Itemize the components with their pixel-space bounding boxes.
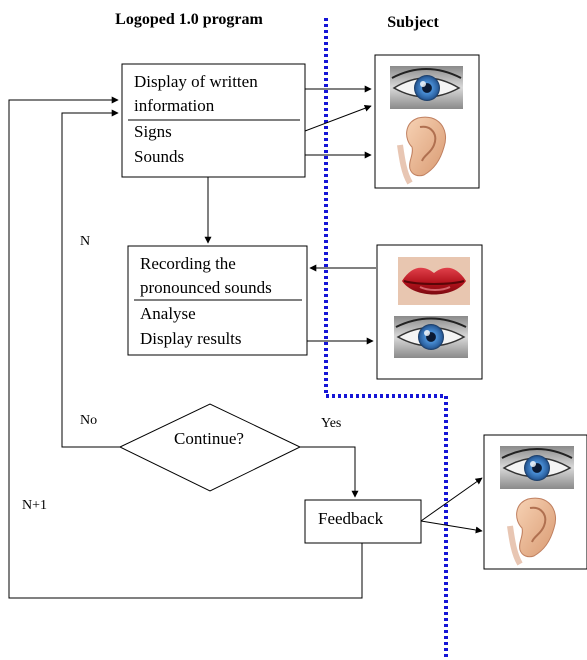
program-heading: Logoped 1.0 program bbox=[115, 11, 263, 28]
eye-icon bbox=[500, 446, 574, 489]
label-n: N bbox=[80, 234, 90, 249]
recording-box-line4: Display results bbox=[140, 329, 242, 348]
recording-box: Recording the pronounced sounds Analyse … bbox=[127, 245, 308, 356]
display-box-line4: Sounds bbox=[134, 147, 184, 166]
lips-icon bbox=[398, 257, 470, 305]
arrow-signs-to-eye bbox=[304, 104, 372, 132]
arrow-no-loop bbox=[61, 109, 120, 448]
subject-heading: Subject bbox=[387, 14, 439, 31]
display-box: Display of written information Signs Sou… bbox=[121, 63, 306, 178]
arrow-feedback-to-ear bbox=[420, 520, 483, 534]
decision-label: Continue? bbox=[174, 429, 244, 448]
arrow-yes-to-feedback bbox=[300, 446, 359, 498]
arrow-feedback-to-eye bbox=[420, 477, 483, 522]
label-yes: Yes bbox=[321, 416, 341, 431]
recording-box-line1: Recording the bbox=[140, 254, 236, 273]
ear-icon bbox=[397, 116, 446, 185]
eye-icon bbox=[390, 66, 463, 109]
feedback-label: Feedback bbox=[318, 509, 384, 528]
program-subject-divider bbox=[324, 18, 448, 660]
display-box-line3: Signs bbox=[134, 122, 172, 141]
recording-box-line2: pronounced sounds bbox=[140, 278, 272, 297]
feedback-box: Feedback bbox=[304, 499, 422, 544]
continue-decision: Continue? bbox=[118, 403, 302, 492]
display-box-line2: information bbox=[134, 96, 215, 115]
label-n-plus-1: N+1 bbox=[22, 498, 47, 513]
display-box-line1: Display of written bbox=[134, 72, 258, 91]
arrow-n-plus-1-loop bbox=[8, 96, 363, 599]
ear-icon bbox=[507, 497, 556, 566]
label-no: No bbox=[80, 413, 97, 428]
recording-box-line3: Analyse bbox=[140, 304, 196, 323]
eye-icon bbox=[394, 316, 468, 358]
